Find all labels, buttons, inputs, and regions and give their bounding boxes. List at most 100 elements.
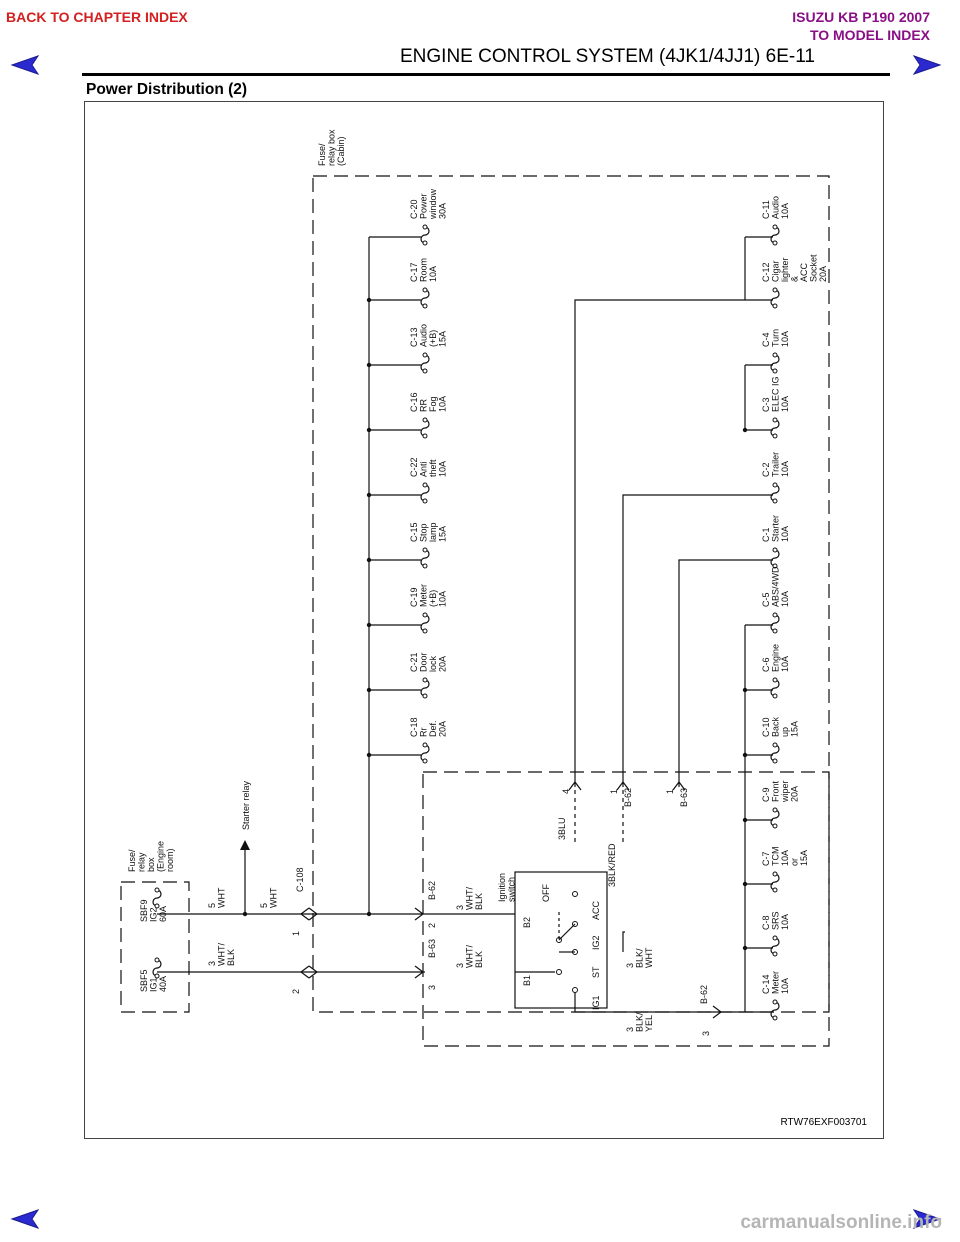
cabin-fuse-top-8-label-line: C-18 [409,717,419,737]
fuse-terminal [772,482,778,488]
cabin-fuse-bottom-0-label-line: Audio [771,196,781,219]
fuse-terminal [772,287,778,293]
cabin-fuse-top-8-label-line: 20A [438,721,448,737]
switch-label-b1: B1 [522,975,532,986]
wire-label-3blkyel-line: BLK/ [635,1012,645,1032]
engine-fuse-box-label-line: (Engine [156,841,166,872]
wire-label-3blkwht-line: WHT [644,947,654,968]
cabin-fuse-top-7-label-line: Door [419,652,429,672]
to-model-index-link[interactable]: TO MODEL INDEX [809,27,930,43]
cabin-fuse-top-5-label-line: Stop [419,523,429,542]
fuse-terminal [772,368,778,374]
cabin-fuse-bottom-6 [770,614,780,632]
cabin-fuse-bottom-1-label-line: Socket [809,254,819,282]
b63-pin [414,965,424,979]
fuse-terminal [772,807,778,813]
cabin-fuse-bottom-0-label-line: 10A [780,203,790,219]
wire-3blkred [622,494,745,787]
pin-b63-3: 3 [427,985,437,990]
fuse-terminal [772,887,778,893]
prev-page-arrow-icon-bottom[interactable] [10,1208,40,1230]
fuse-terminal [772,871,778,877]
cabin-fuse-top-1-label-line: Room [419,258,429,282]
prev-page-arrow-icon[interactable] [10,54,40,76]
fuse-terminal [422,352,428,358]
cabin-fuse-top-4-label-line: C-22 [409,457,419,477]
ignition-switch-label-line: Ignition [497,873,507,902]
cabin-fuse-bottom-9-label-line: 20A [790,786,800,802]
cabin-fuse-bottom-10-label-line: 10A [780,850,790,866]
cabin-fuse-bottom-2-label-line: 10A [780,331,790,347]
next-page-arrow-icon-bottom[interactable] [912,1208,942,1230]
splice-dot [366,557,372,563]
cabin-fuse-bottom-12-label-line: Meter [771,971,781,994]
cabin-fuse-top-0-label-line: window [428,188,438,220]
cabin-fuse-bottom-4 [770,484,780,502]
cabin-fuse-top-7-label-line: C-21 [409,652,419,672]
cabin-fuse-box [312,175,830,1013]
switch-label-st: ST [591,966,601,978]
model-title-link[interactable]: ISUZU KB P190 2007 [792,9,930,25]
next-page-arrow-icon[interactable] [912,54,942,76]
cabin-fuse-box-label-line: (Cabin) [336,136,346,166]
cabin-fuse-bottom-12 [770,1001,780,1019]
wire-label-3whtblk-a-line: 3 [207,961,217,966]
switch-lever [558,923,576,941]
wire-label-3whtblk-b-line: 3 [455,905,465,910]
c108-pin-2 [300,965,310,979]
splice-dot [742,427,748,433]
wire-3blkyel [574,992,745,1013]
switch-label-b1-line: B1 [522,975,532,986]
cabin-fuse-bottom-8-label-line: up [780,727,790,737]
cabin-fuse-top-8-label-line: Def. [428,720,438,737]
fuse-terminal [772,352,778,358]
fuse-terminal [772,742,778,748]
pin-b62-2: 2 [427,923,437,928]
wire-label-3blkred: 3BLK/RED [607,843,617,887]
c108-pin-2b [308,965,318,979]
reference-code: RTW76EXF003701 [780,1117,867,1128]
cabin-fuse-bottom-0-label-line: C-11 [761,200,771,219]
cabin-fuse-top-1-label-line: 10A [428,266,438,282]
connector-b62-top-label: B-62 [623,788,633,807]
fuse-terminal [772,433,778,439]
engine-fuse-sbf5-label-line: 40A [158,976,168,992]
back-to-chapter-index-link[interactable]: BACK TO CHAPTER INDEX [6,9,188,25]
fuse-terminal [772,224,778,230]
wire-label-3whtblk-c-line: 3 [455,963,465,968]
wire-label-5wht-b-line: WHT [269,887,279,908]
fuse-terminal [422,693,428,699]
fuse-terminal [422,742,428,748]
splice-dot [742,945,748,951]
engine-fuse-box-label-line: relay [137,852,147,872]
cabin-fuse-bottom-2 [770,354,780,372]
wire-label-3blkyel-line: 3 [625,1027,635,1032]
switch-label-b2-line: B2 [522,917,532,928]
cabin-fuse-top-0-label-line: Power [419,193,429,219]
cabin-fuse-bottom-8 [770,744,780,762]
connector-c108-label: C-108 [295,867,305,892]
engine-fuse-box-label-line: Fuse/ [127,849,137,872]
splice-dot [366,687,372,693]
switch-contact-off [572,891,578,897]
fuse-terminal [422,240,428,246]
splice-dot [742,687,748,693]
cabin-fuse-bottom-5 [770,549,780,567]
cabin-fuse-top-7-label-line: 20A [438,656,448,672]
cabin-fuse-bottom-10-label-line: TCM [771,847,781,867]
